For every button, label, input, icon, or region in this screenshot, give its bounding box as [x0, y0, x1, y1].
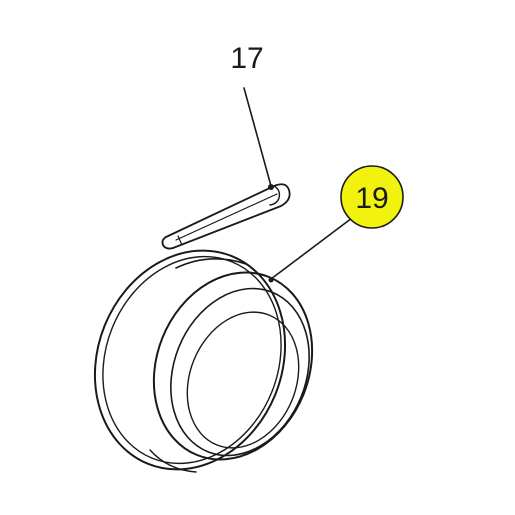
leader-dot-17: [268, 184, 274, 190]
leader-line-17: [243, 87, 274, 190]
cotter-pin: [161, 183, 291, 250]
leader-line-19: [268, 217, 353, 283]
callout-19-label: 19: [355, 182, 388, 215]
leader-dot-19: [268, 277, 274, 283]
callout-19-circle: [340, 165, 404, 229]
callout-17-label: 17: [230, 42, 263, 75]
callout-19-badge: 19: [340, 165, 404, 229]
hub-cap: [93, 249, 314, 473]
